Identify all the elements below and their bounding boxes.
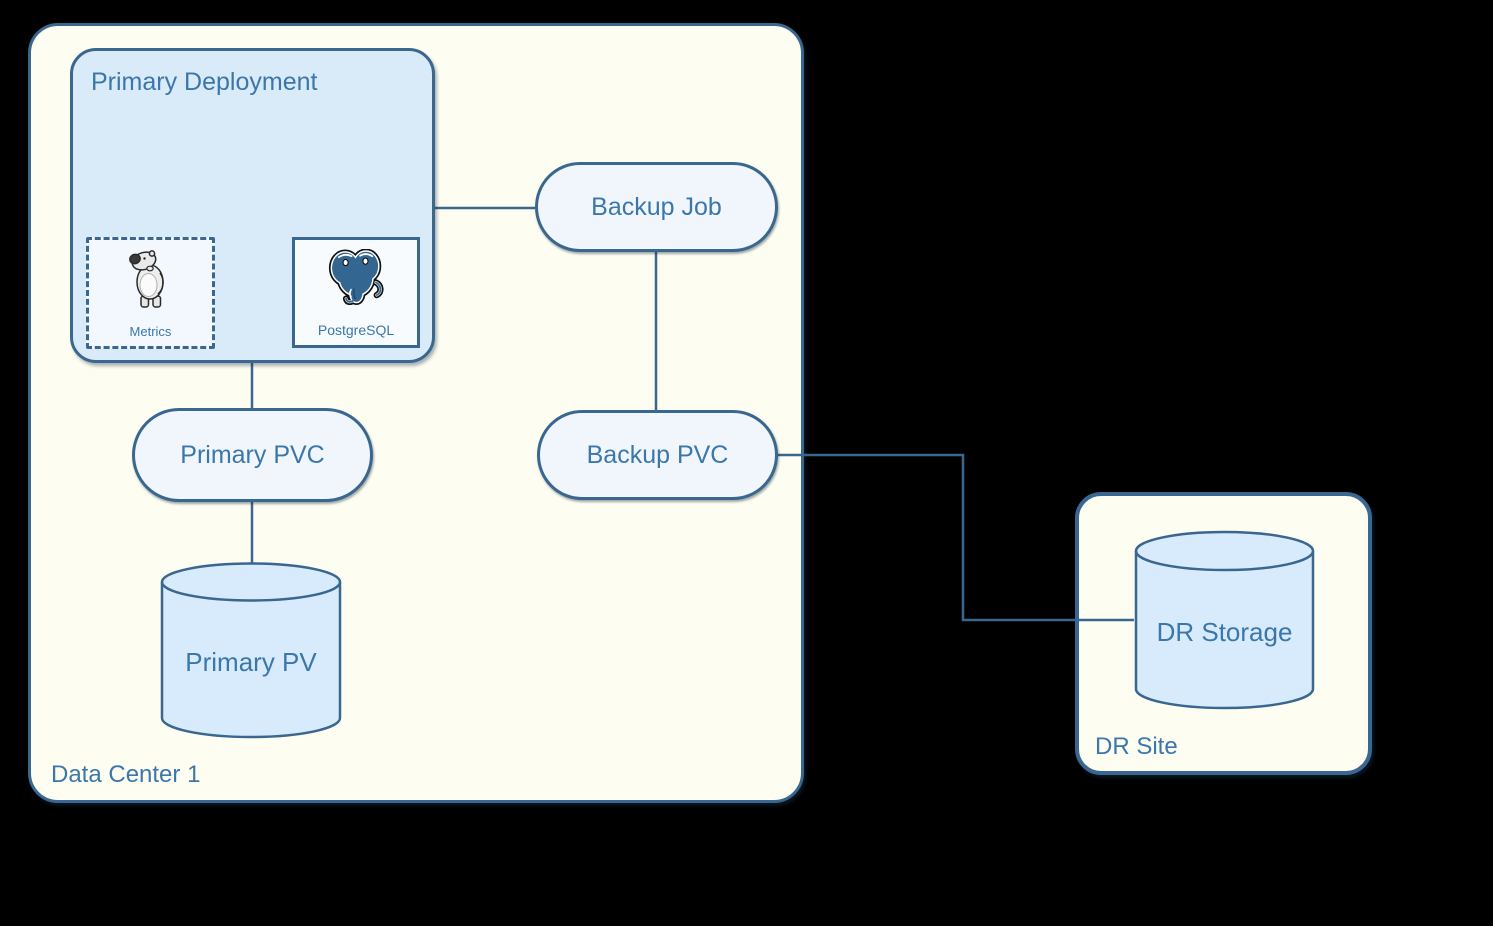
node-backup-pvc: Backup PVC bbox=[537, 410, 778, 500]
node-metrics: Metrics bbox=[86, 237, 215, 349]
primary-pv-label: Primary PV bbox=[185, 647, 317, 677]
cylinder-shape bbox=[1134, 530, 1315, 710]
postgresql-label: PostgreSQL bbox=[317, 322, 395, 338]
primary-deployment-label: Primary Deployment bbox=[91, 68, 318, 96]
dr-site-label: DR Site bbox=[1095, 733, 1178, 760]
cylinder-shape bbox=[160, 562, 342, 739]
backup-job-label: Backup Job bbox=[591, 192, 722, 221]
primary-pvc-label: Primary PVC bbox=[180, 440, 325, 469]
node-primary-pv: Primary PV bbox=[160, 562, 342, 739]
metrics-label: Metrics bbox=[129, 324, 172, 339]
node-backup-job: Backup Job bbox=[535, 162, 778, 252]
backup-pvc-label: Backup PVC bbox=[586, 440, 729, 469]
data-center-1-label: Data Center 1 bbox=[51, 761, 201, 788]
hippo-mascot-icon bbox=[128, 250, 164, 308]
postgresql-elephant-icon bbox=[328, 249, 384, 305]
dr-storage-label: DR Storage bbox=[1156, 617, 1293, 647]
node-dr-storage: DR Storage bbox=[1134, 530, 1315, 710]
node-postgresql: PostgreSQL bbox=[292, 237, 420, 348]
edge-backup-pvc-to-dr-storage bbox=[778, 453, 1134, 622]
node-primary-pvc: Primary PVC bbox=[132, 408, 373, 502]
